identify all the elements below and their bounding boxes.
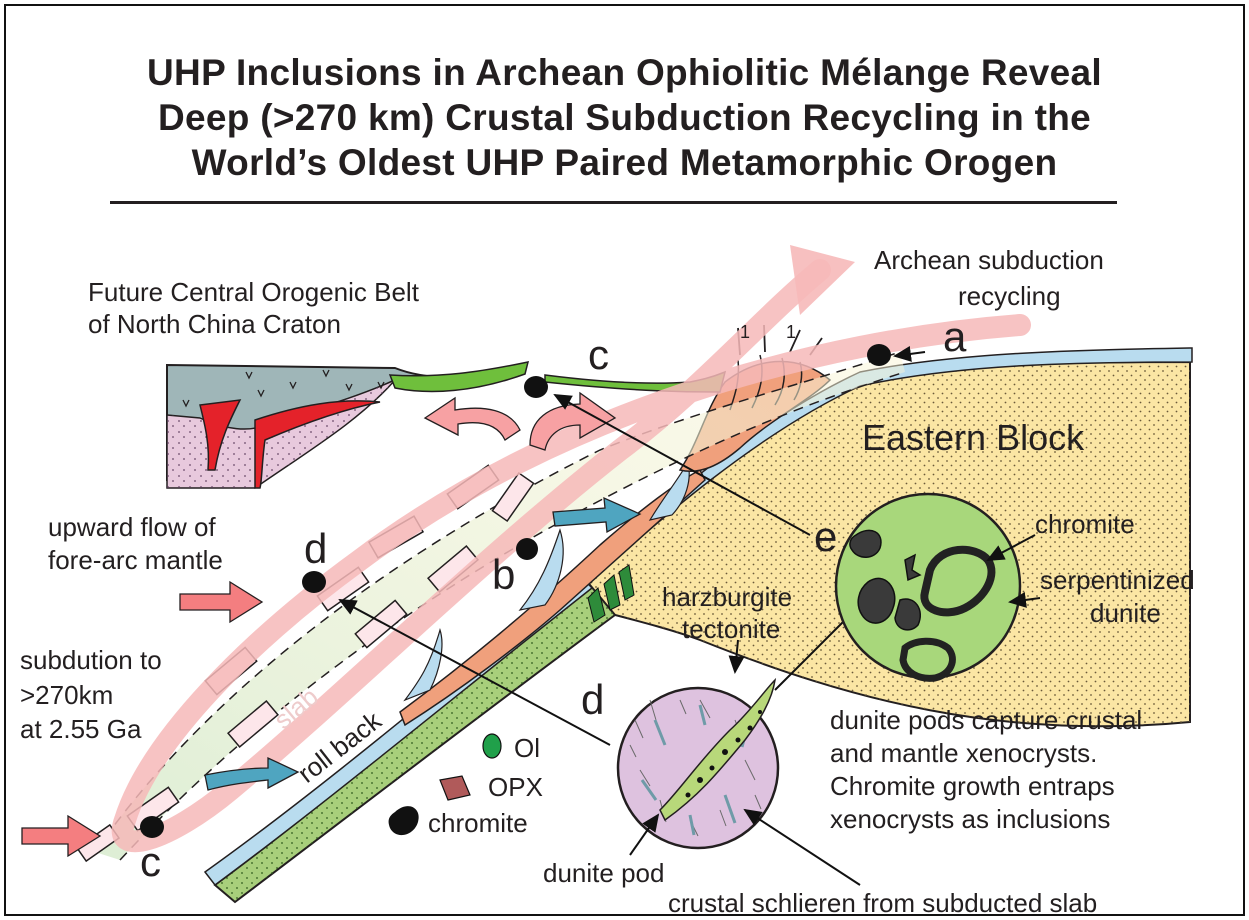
label-dunite-pods-4: xenocrysts as inclusions bbox=[830, 804, 1110, 834]
label-dunite-pods-1: dunite pods capture crustal bbox=[830, 705, 1142, 735]
recycling-arrowhead bbox=[790, 245, 855, 315]
legend-ol-symbol bbox=[483, 734, 501, 758]
label-eastern-block: Eastern Block bbox=[862, 418, 1084, 458]
site-letter-a: a bbox=[943, 315, 966, 359]
label-chromite: chromite bbox=[1035, 509, 1135, 539]
site-letter-e: e bbox=[814, 515, 837, 559]
site-letter-c-bottom: c bbox=[140, 840, 161, 884]
fault-label-1: 1 bbox=[740, 322, 750, 342]
label-future-belt-2: of North China Craton bbox=[88, 309, 341, 339]
label-archean-2: recycling bbox=[958, 281, 1061, 311]
flow-arrow-upward bbox=[180, 582, 262, 622]
label-subdution-2: >270km bbox=[20, 680, 113, 710]
label-subdution-1: subdution to bbox=[20, 645, 162, 675]
label-future-belt-1: Future Central Orogenic Belt bbox=[88, 277, 419, 307]
label-archean-1: Archean subduction bbox=[874, 245, 1104, 275]
label-dunite-pods-2: and mantle xenocrysts. bbox=[830, 738, 1097, 768]
label-upward-2: fore-arc mantle bbox=[48, 545, 223, 575]
label-harzburgite-2: tectonite bbox=[682, 614, 780, 644]
site-letter-d-left: d bbox=[304, 527, 327, 571]
label-crustal-schlieren: crustal schlieren from subducted slab bbox=[668, 888, 1097, 918]
label-upward-1: upward flow of bbox=[48, 512, 216, 542]
flow-arrow-left bbox=[425, 398, 520, 440]
label-subdution-3: at 2.55 Ga bbox=[20, 714, 141, 744]
site-letter-b: b bbox=[492, 553, 515, 597]
label-serpentinized-2: dunite bbox=[1090, 598, 1161, 628]
legend-ol-label: Ol bbox=[514, 733, 540, 763]
inset-chromite-3 bbox=[895, 599, 920, 630]
fault-label-2: 1 bbox=[786, 322, 796, 342]
label-serpentinized-1: serpentinized bbox=[1040, 565, 1195, 595]
label-dunite-pod: dunite pod bbox=[543, 858, 664, 888]
legend-chromite-label: chromite bbox=[428, 808, 528, 838]
site-letter-c-top: c bbox=[588, 333, 609, 377]
legend-opx-label: OPX bbox=[488, 772, 543, 802]
legend-opx-symbol bbox=[440, 776, 470, 800]
site-letter-d-inset: d bbox=[581, 678, 604, 722]
label-harzburgite-1: harzburgite bbox=[662, 582, 792, 612]
legend-chromite-symbol bbox=[389, 806, 419, 835]
label-dunite-pods-3: Chromite growth entraps bbox=[830, 771, 1115, 801]
